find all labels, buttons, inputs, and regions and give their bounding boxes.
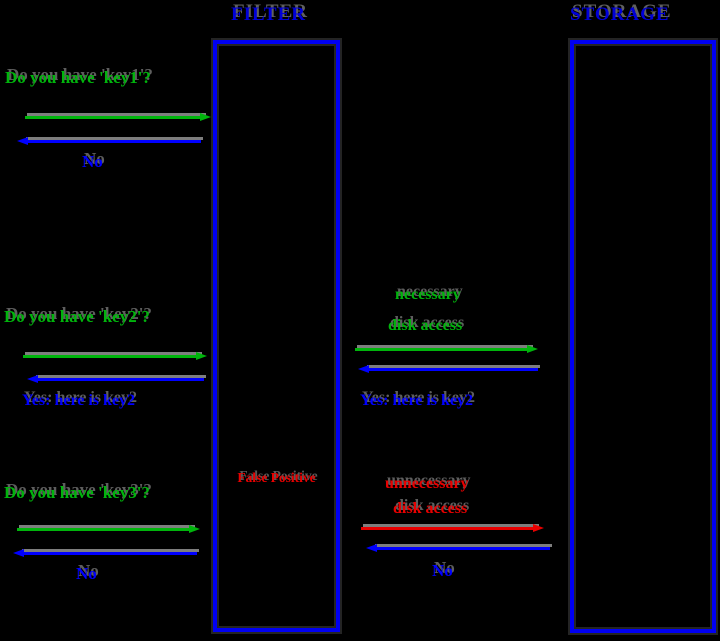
- query-arrow-key2: [23, 352, 207, 361]
- unnecessary-note-line1: unnecessary: [385, 475, 469, 492]
- arrow-line: [373, 547, 550, 550]
- query-arrow-key3: [17, 525, 200, 534]
- arrow-head-right-icon: [189, 525, 200, 533]
- response-arrow-key1: [17, 137, 201, 146]
- query-label-key3: Do you have 'key3'?: [4, 483, 150, 502]
- necessary-note-line1: necessary: [395, 286, 461, 303]
- storage-response-arrow-key3: [366, 544, 550, 553]
- arrow-line: [34, 378, 204, 381]
- arrow-line: [17, 528, 193, 531]
- response-label-key2: Yes: here is key2: [22, 392, 136, 409]
- response-label-key1: No: [82, 152, 103, 171]
- arrow-head-right-icon: [200, 113, 211, 121]
- storage-box: [570, 40, 716, 633]
- storage-query-arrow-key3: [361, 524, 544, 533]
- query-arrow-key1: [25, 113, 211, 122]
- arrow-line: [361, 527, 537, 530]
- arrow-head-right-icon: [527, 345, 538, 353]
- filter-box: False Positive: [213, 40, 340, 632]
- response-arrow-key3: [13, 549, 197, 558]
- arrow-head-left-icon: [358, 365, 369, 373]
- response-arrow-key2: [27, 375, 204, 384]
- arrow-head-left-icon: [17, 137, 28, 145]
- arrow-line: [24, 140, 201, 143]
- arrow-head-left-icon: [366, 544, 377, 552]
- arrow-line: [25, 116, 204, 119]
- arrow-head-left-icon: [13, 549, 24, 557]
- query-label-key1: Do you have 'key1'?: [5, 68, 151, 87]
- arrow-line: [355, 348, 531, 351]
- arrow-head-left-icon: [27, 375, 38, 383]
- storage-title: STORAGE: [570, 4, 670, 25]
- arrow-line: [365, 368, 538, 371]
- arrow-head-right-icon: [196, 352, 207, 360]
- filter-title: FILTER: [231, 4, 306, 25]
- arrow-line: [23, 355, 200, 358]
- storage-response-arrow-key2: [358, 365, 538, 374]
- storage-response-label-key2: Yes: here is key2: [360, 392, 474, 409]
- storage-response-label-key3: No: [432, 561, 453, 580]
- unnecessary-note-line2: disk access: [393, 500, 468, 517]
- arrow-line: [20, 552, 197, 555]
- necessary-note-line2: disk access: [388, 317, 463, 334]
- arrow-head-right-icon: [533, 524, 544, 532]
- query-label-key2: Do you have 'key2'?: [4, 307, 150, 326]
- response-label-key3: No: [76, 564, 97, 583]
- storage-query-arrow-key2: [355, 345, 538, 354]
- false-positive-label: False Positive: [237, 470, 316, 485]
